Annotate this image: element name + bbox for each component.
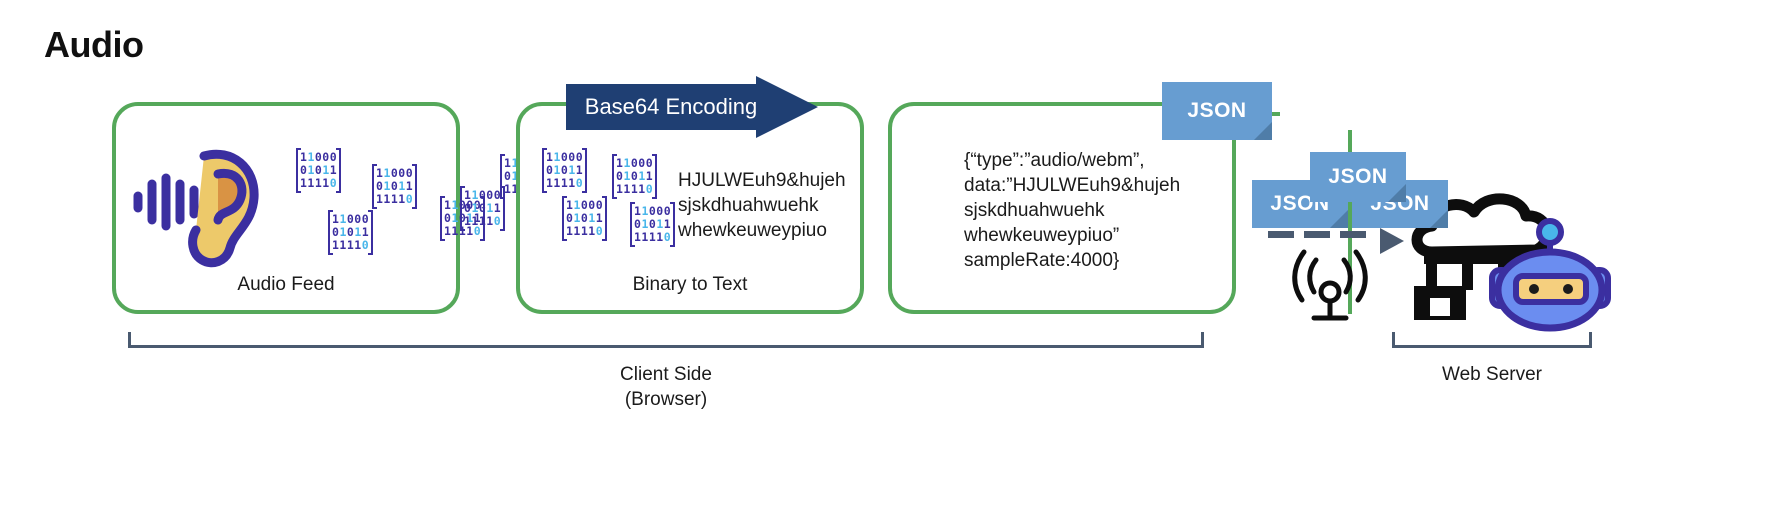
base64-encoding-arrow: Base64 Encoding: [566, 76, 818, 138]
json-tag-label: JSON: [1328, 165, 1388, 188]
dash-segment: [1268, 231, 1294, 238]
dash-segment: [1340, 231, 1366, 238]
tag-fold-corner: [1330, 210, 1348, 228]
json-tag-main: JSON: [1162, 82, 1272, 140]
robot-icon: [1480, 218, 1620, 332]
tag-fold-corner: [1388, 184, 1406, 202]
base64-encoding-label: Base64 Encoding: [584, 94, 758, 119]
ear-icon: [133, 136, 264, 268]
arrow-body: [566, 84, 762, 130]
page-title: Audio: [44, 24, 144, 65]
dash-arrow-head: [1380, 228, 1404, 254]
web-server-caption: Web Server: [1442, 364, 1542, 385]
json-payload-text: {“type”:”audio/webm”, data:”HJULWEuh9&hu…: [964, 150, 1181, 271]
dash-segment: [1304, 231, 1330, 238]
web-server-bracket: [1392, 332, 1592, 348]
tag-fold-corner: [1254, 122, 1272, 140]
tag-fold-corner: [1430, 210, 1448, 228]
encoded-text: HJULWEuh9&hujeh sjskdhuahwuehk whewkeuwe…: [678, 170, 846, 241]
arrow-head: [756, 76, 818, 138]
json-tag-back: JSON: [1310, 152, 1406, 202]
client-side-caption: Client Side (Browser): [620, 364, 712, 410]
json-tag-label: JSON: [1187, 99, 1247, 122]
client-side-bracket: [128, 332, 1204, 348]
connector-line-json-tag-down: [1348, 130, 1352, 314]
transmit-dashed-arrow: [1268, 228, 1404, 254]
antenna-icon: [1282, 248, 1382, 324]
stage-label-audio-feed: Audio Feed: [237, 274, 335, 295]
stage-label-binary-to-text: Binary to Text: [632, 274, 748, 295]
